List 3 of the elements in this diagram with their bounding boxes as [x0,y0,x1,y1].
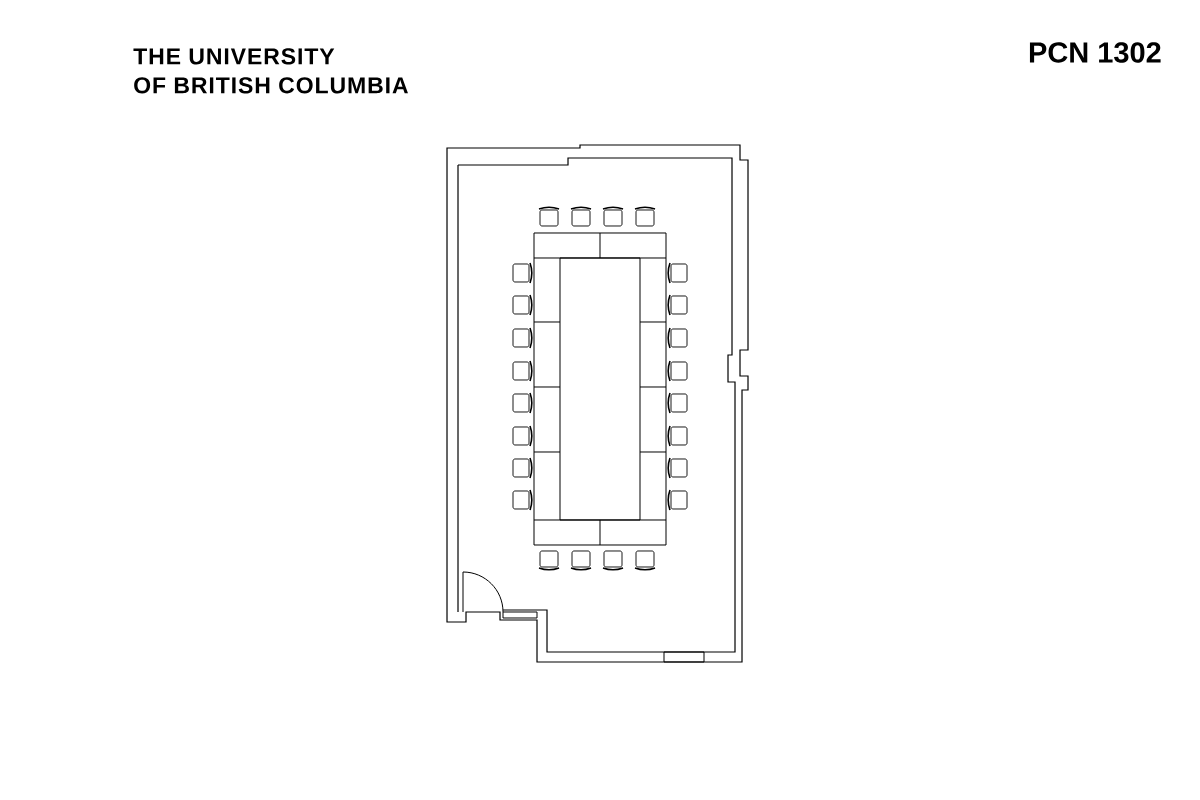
room-number: PCN 1302 [1029,42,1161,63]
heading-text: OF BRITISH COLUMBIA [134,77,408,94]
heading-text: THE UNIVERSITY [133,48,335,65]
